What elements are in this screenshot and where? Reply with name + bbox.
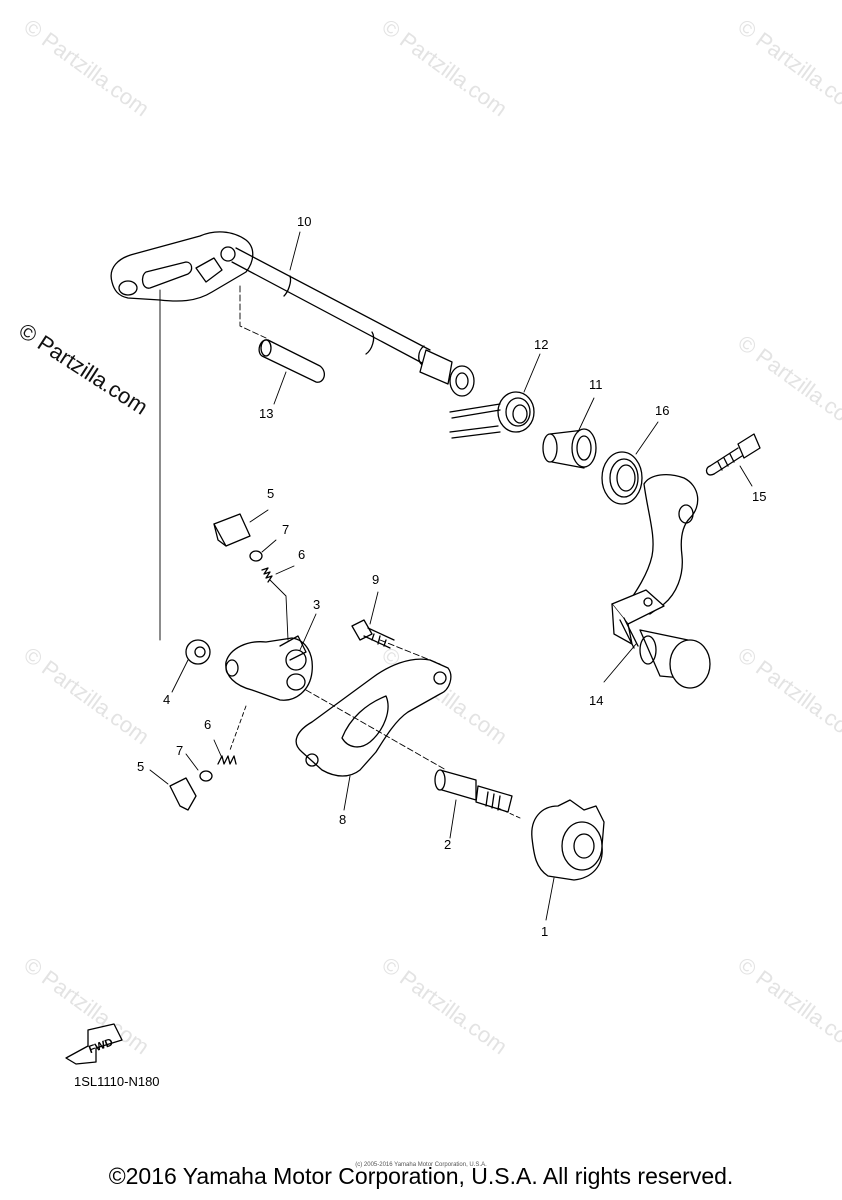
diagram-code: 1SL1110-N180	[74, 1074, 160, 1089]
callout-9: 9	[372, 572, 380, 587]
part-12-torsion-spring	[449, 391, 535, 439]
part-1-segment-cam	[531, 799, 605, 881]
callout-8: 8	[339, 812, 347, 827]
part-11-collar	[542, 428, 597, 469]
copyright: ©2016 Yamaha Motor Corporation, U.S.A. A…	[108, 1163, 734, 1189]
callout-10: 10	[297, 214, 312, 229]
callout-16: 16	[655, 403, 670, 418]
callout-2: 2	[444, 837, 452, 852]
fwd-arrow-icon	[65, 1023, 123, 1065]
part-10-shift-shaft	[110, 231, 475, 397]
copyright-small: (c) 2005-2016 Yamaha Motor Corporation, …	[355, 1162, 487, 1168]
part-8-segment-plate	[295, 658, 452, 777]
assembly-lines	[149, 231, 753, 921]
part-14-shift-pedal	[611, 473, 711, 689]
callout-5-upper: 5	[267, 486, 275, 501]
callout-11: 11	[589, 377, 603, 392]
callout-7-upper: 7	[282, 522, 290, 537]
callout-6-upper: 6	[298, 547, 306, 562]
part-13-pin	[258, 339, 326, 383]
callout-5-lower: 5	[137, 759, 145, 774]
part-15-bolt	[705, 433, 761, 476]
part-5-pawl-upper	[213, 513, 251, 547]
callout-13: 13	[259, 406, 274, 421]
callout-3: 3	[313, 597, 321, 612]
callout-14: 14	[589, 693, 604, 708]
callout-7-lower: 7	[176, 743, 184, 758]
callout-6-lower: 6	[204, 717, 212, 732]
part-5-pawl-lower	[169, 777, 197, 811]
part-3-shift-lever	[225, 635, 313, 701]
part-6-spring-upper	[261, 567, 273, 583]
part-7-pin-lower	[199, 770, 213, 782]
part-4-washer	[185, 639, 211, 665]
part-16-oil-seal	[601, 451, 643, 505]
callout-15: 15	[752, 489, 767, 504]
callout-12: 12	[534, 337, 549, 352]
part-2-stopper-bolt	[434, 769, 513, 813]
part-7-pin-upper	[249, 550, 263, 562]
callout-1: 1	[541, 924, 549, 939]
callout-4: 4	[163, 692, 171, 707]
part-6-spring-lower	[217, 755, 237, 765]
part-9-bolt	[351, 619, 395, 649]
